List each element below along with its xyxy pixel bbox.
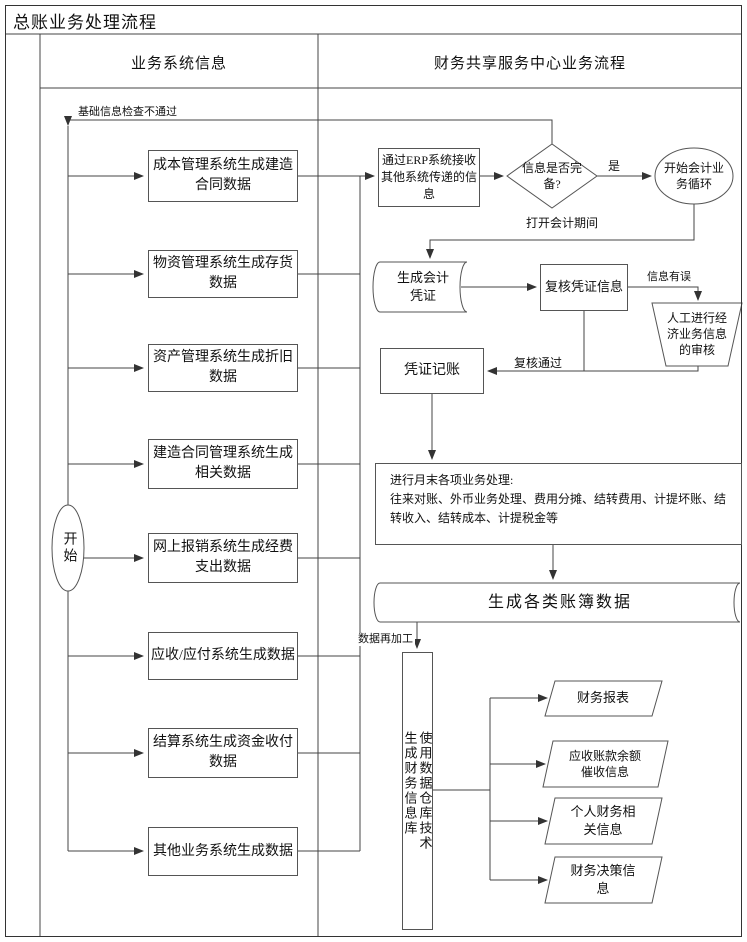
box-other-systems: 其他业务系统生成数据 <box>148 827 298 876</box>
start-terminator <box>51 504 85 592</box>
stored-data-voucher <box>372 261 468 313</box>
box-material-mgmt: 物资管理系统生成存货数据 <box>148 250 298 298</box>
box-month-end-processing: 进行月末各项业务处理: 往来对账、外币业务处理、费用分摊、结转费用、计提坏账、结… <box>375 463 742 545</box>
cycle-to-voucher <box>426 204 695 259</box>
box-review-voucher: 复核凭证信息 <box>540 264 628 311</box>
output-parallelogram-1 <box>544 680 663 717</box>
box-settlement-system: 结算系统生成资金收付数据 <box>148 728 298 778</box>
output-parallelogram-4 <box>544 856 663 904</box>
stored-data-ledger <box>373 582 741 623</box>
warehouse-label-col2: 生成财务信息库 <box>402 731 418 836</box>
output-parallelogram-2 <box>542 740 669 788</box>
node-shapes <box>51 143 743 904</box>
manual-to-post <box>487 366 699 375</box>
feedback-label: 基础信息检查不通过 <box>76 106 179 120</box>
box-online-reimbursement: 网上报销系统生成经费支出数据 <box>148 533 298 583</box>
box-asset-mgmt: 资产管理系统生成折旧数据 <box>148 344 298 392</box>
connector-lines <box>5 33 742 937</box>
feedback-line <box>64 116 553 144</box>
warehouse-label-col1: 使用数据仓库技术 <box>417 731 433 851</box>
output-parallelogram-3 <box>544 797 663 845</box>
box-data-warehouse: 使用数据仓库技术 生成财务信息库 <box>402 652 433 930</box>
review-to-manual <box>628 286 702 301</box>
box-cost-mgmt: 成本管理系统生成建造合同数据 <box>148 150 298 202</box>
decision-diamond <box>506 143 598 209</box>
cycle-terminator <box>654 147 734 205</box>
lane-header-business-systems: 业务系统信息 <box>130 56 227 72</box>
page-title: 总账业务处理流程 <box>13 13 157 32</box>
info-error-label: 信息有误 <box>645 271 693 285</box>
lane-header-shared-service: 财务共享服务中心业务流程 <box>433 56 626 72</box>
box-post-voucher: 凭证记账 <box>380 348 484 394</box>
open-period-label: 打开会计期间 <box>524 216 601 231</box>
box-construction-contract: 建造合同管理系统生成相关数据 <box>148 439 298 489</box>
review-pass-label: 复核通过 <box>512 356 565 371</box>
month-end-title: 进行月末各项业务处理: <box>390 473 514 487</box>
box-ar-ap-system: 应收/应付系统生成数据 <box>148 632 298 680</box>
yes-label: 是 <box>606 159 623 174</box>
manual-operation-trapezoid <box>651 302 743 367</box>
month-end-body: 往来对账、外币业务处理、费用分摊、结转费用、计提坏账、结转收入、结转成本、计提税… <box>390 492 727 526</box>
reprocess-label: 数据再加工 <box>356 633 415 647</box>
box-erp-receive: 通过ERP系统接收其他系统传递的信息 <box>378 148 480 207</box>
